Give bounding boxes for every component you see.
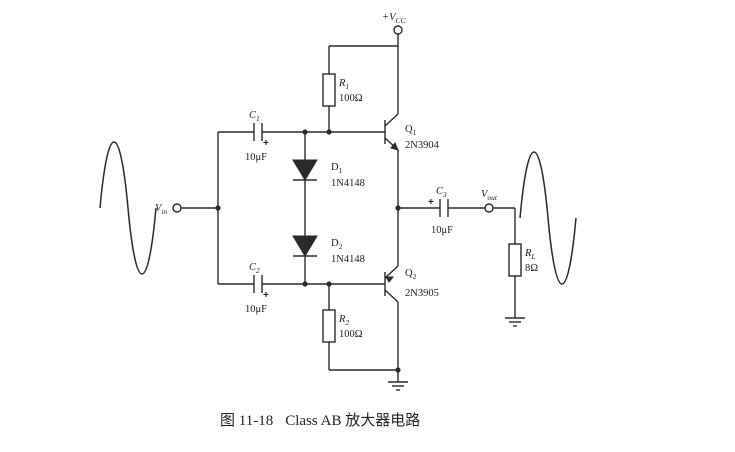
junction-dots bbox=[215, 129, 401, 373]
load-ground-symbol bbox=[505, 317, 525, 327]
svg-text:Q2: Q2 bbox=[405, 268, 417, 281]
circuit-wires bbox=[181, 34, 516, 382]
svg-text:D1: D1 bbox=[331, 162, 343, 175]
svg-text:Vout: Vout bbox=[481, 189, 498, 202]
svg-text:+: + bbox=[263, 138, 269, 149]
ground-symbol bbox=[388, 381, 408, 391]
svg-text:2N3904: 2N3904 bbox=[405, 140, 440, 151]
capacitor-c3: C3 + 10μF bbox=[428, 186, 453, 236]
svg-text:100Ω: 100Ω bbox=[339, 93, 363, 104]
svg-text:RL: RL bbox=[524, 248, 536, 261]
svg-text:C2: C2 bbox=[249, 262, 260, 275]
resistor-rl: RL 8Ω bbox=[508, 243, 538, 277]
svg-text:1N4148: 1N4148 bbox=[331, 254, 365, 265]
figure-title: Class AB 放大器电路 bbox=[285, 413, 421, 429]
resistor-r2: R2 100Ω bbox=[322, 309, 363, 343]
diode-d1: D1 1N4148 bbox=[292, 159, 365, 189]
svg-text:2N3905: 2N3905 bbox=[405, 288, 439, 299]
svg-text:C3: C3 bbox=[436, 186, 447, 199]
svg-text:10μF: 10μF bbox=[245, 152, 267, 163]
vin-terminal bbox=[172, 203, 182, 213]
svg-text:+: + bbox=[428, 197, 434, 208]
resistor-r1: R1 100Ω bbox=[322, 73, 363, 107]
svg-text:1N4148: 1N4148 bbox=[331, 178, 365, 189]
capacitor-c1: C1 + 10μF bbox=[245, 110, 269, 163]
svg-text:+VCC: +VCC bbox=[382, 12, 407, 25]
svg-text:+: + bbox=[263, 290, 269, 301]
svg-text:10μF: 10μF bbox=[431, 225, 453, 236]
vcc-terminal bbox=[393, 25, 403, 35]
svg-text:10μF: 10μF bbox=[245, 304, 267, 315]
vout-label: Vout bbox=[481, 189, 498, 202]
figure-number: 图 11-18 bbox=[220, 413, 274, 429]
svg-text:R2: R2 bbox=[338, 314, 349, 327]
transistor-q1: Q1 2N3904 bbox=[384, 113, 440, 151]
svg-text:8Ω: 8Ω bbox=[525, 263, 538, 274]
diode-d2: D2 1N4148 bbox=[292, 235, 365, 265]
output-sine-wave bbox=[519, 151, 577, 285]
svg-text:D2: D2 bbox=[331, 238, 343, 251]
svg-text:Vin: Vin bbox=[155, 203, 168, 216]
transistor-q2: Q2 2N3905 bbox=[384, 265, 439, 303]
input-sine-wave bbox=[99, 141, 157, 275]
vin-label: Vin bbox=[155, 203, 168, 216]
svg-text:C1: C1 bbox=[249, 110, 260, 123]
vcc-label: +VCC bbox=[382, 12, 407, 25]
svg-text:100Ω: 100Ω bbox=[339, 329, 363, 340]
svg-text:R1: R1 bbox=[338, 78, 349, 91]
svg-text:Q1: Q1 bbox=[405, 124, 417, 137]
figure-caption: 图 11-18 Class AB 放大器电路 bbox=[220, 409, 432, 430]
capacitor-c2: C2 + 10μF bbox=[245, 262, 269, 315]
vout-terminal bbox=[484, 203, 494, 213]
